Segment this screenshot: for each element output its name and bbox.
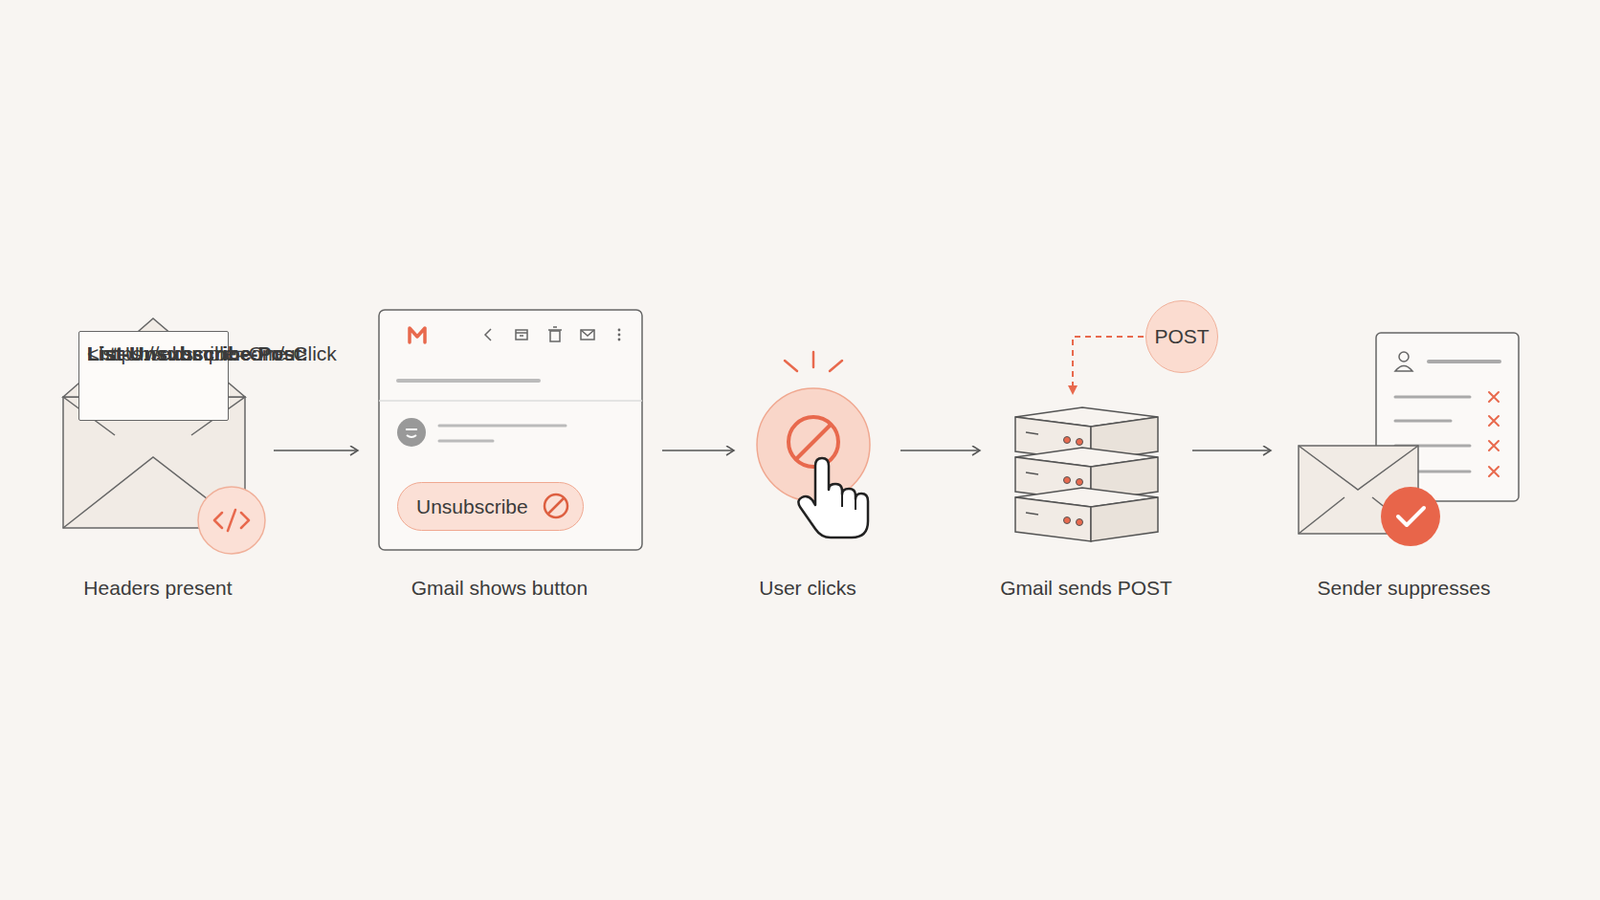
step-group: Sender suppresses bbox=[1276, 306, 1532, 613]
server-icon bbox=[1015, 488, 1158, 542]
click-icon bbox=[829, 360, 843, 372]
gmail-window bbox=[580, 330, 595, 336]
gmail-window bbox=[378, 310, 643, 551]
server-icon bbox=[1064, 477, 1071, 485]
suppression-list bbox=[1395, 420, 1451, 423]
gmail-window bbox=[405, 429, 418, 438]
code-badge bbox=[214, 510, 249, 532]
post-leader bbox=[1072, 336, 1144, 391]
unsubscribe-button: Unsubscribe bbox=[397, 482, 584, 532]
gmail-window bbox=[548, 329, 562, 332]
click-icon bbox=[842, 494, 856, 511]
server-icon bbox=[1076, 479, 1084, 487]
header-note: List-Unsubscribe:<https://example.com/u>… bbox=[78, 331, 229, 422]
gmail-window bbox=[439, 424, 566, 428]
server-icon bbox=[1025, 472, 1039, 475]
suppression-list bbox=[1488, 392, 1499, 477]
step-caption: Sender suppresses bbox=[1317, 576, 1491, 601]
server-icon bbox=[1064, 517, 1071, 525]
gmail-window bbox=[485, 329, 491, 341]
method-label: POST bbox=[1154, 324, 1209, 350]
button-label: Unsubscribe bbox=[416, 494, 529, 520]
check-badge bbox=[1380, 487, 1441, 547]
click-icon bbox=[756, 388, 870, 502]
block-icon bbox=[544, 494, 568, 518]
server-icon bbox=[1090, 497, 1158, 542]
click-icon bbox=[812, 352, 816, 368]
check-badge bbox=[1380, 487, 1441, 547]
gmail-window bbox=[519, 334, 524, 337]
gmail-window bbox=[580, 330, 595, 340]
suppression-list bbox=[1395, 366, 1413, 373]
click-icon bbox=[788, 417, 839, 467]
gmail-window bbox=[409, 328, 425, 343]
gmail-window bbox=[397, 418, 426, 447]
gmail-window bbox=[618, 333, 622, 337]
click-icon bbox=[784, 360, 798, 372]
check-badge bbox=[1398, 508, 1424, 526]
flow-arrow bbox=[900, 449, 980, 452]
envelope-icon bbox=[1298, 445, 1419, 490]
click-icon bbox=[798, 458, 868, 538]
suppression-list bbox=[1395, 396, 1470, 400]
gmail-window bbox=[550, 331, 560, 342]
suppression-list bbox=[1428, 359, 1500, 364]
step-group: POSTGmail sends POST bbox=[985, 306, 1187, 613]
envelope-icon bbox=[1298, 497, 1345, 534]
server-icon bbox=[1025, 512, 1039, 515]
server-icon bbox=[1015, 407, 1158, 542]
block-icon bbox=[541, 491, 571, 521]
step-group: UnsubscribeGmail shows button bbox=[363, 306, 657, 613]
step-group: User clicks bbox=[739, 306, 895, 613]
flow-arrow bbox=[662, 449, 734, 452]
flow-arrow bbox=[1192, 449, 1271, 452]
gmail-window bbox=[618, 329, 622, 333]
gmail-window bbox=[439, 440, 493, 444]
block-icon bbox=[548, 498, 564, 514]
code-badge bbox=[198, 487, 266, 555]
suppression-list bbox=[1399, 352, 1409, 362]
server-icon bbox=[1015, 497, 1091, 542]
step-caption: Gmail sends POST bbox=[1000, 576, 1173, 601]
header-line: List-Unsubscribe=One-Click bbox=[87, 341, 337, 367]
gmail-window bbox=[553, 326, 557, 329]
gmail-window bbox=[515, 332, 528, 334]
server-icon bbox=[1064, 437, 1071, 445]
gmail-window bbox=[618, 338, 622, 342]
click-icon bbox=[796, 424, 831, 460]
gmail-window bbox=[378, 400, 643, 402]
step-caption: Gmail shows button bbox=[411, 576, 588, 601]
code-badge bbox=[198, 487, 266, 555]
gmail-window bbox=[378, 310, 643, 551]
server-icon bbox=[1076, 439, 1084, 446]
server-icon bbox=[1076, 519, 1084, 527]
flow-arrow bbox=[273, 449, 358, 452]
gmail-window bbox=[398, 378, 539, 383]
click-icon bbox=[756, 352, 870, 538]
step-caption: User clicks bbox=[758, 576, 857, 601]
post-bubble: POST bbox=[1145, 300, 1219, 374]
server-icon bbox=[1025, 432, 1039, 435]
gmail-window bbox=[515, 330, 528, 340]
step-caption: Headers present bbox=[83, 576, 232, 601]
step-group: List-Unsubscribe:<https://example.com/u>… bbox=[53, 306, 268, 613]
